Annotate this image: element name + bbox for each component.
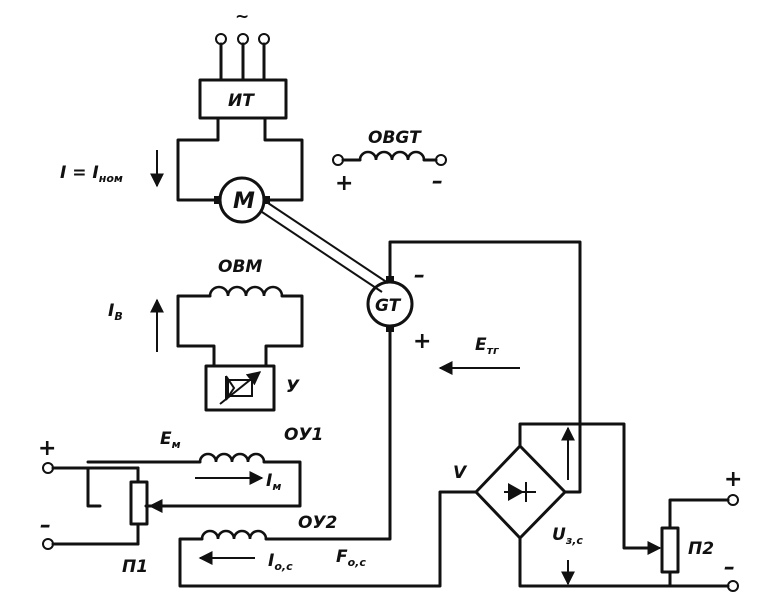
it-label: ИТ [228, 91, 255, 111]
obm-coil [176, 285, 304, 368]
shaft-coupling [261, 202, 389, 293]
gt-top-wire [388, 240, 582, 494]
current-main-label: I = Iном [60, 163, 123, 185]
rectifier-v-label: V [453, 463, 468, 483]
potentiometer-p2 [640, 494, 739, 592]
u-zc-label: Uз,с [552, 525, 583, 547]
motor-brush-left [214, 196, 220, 204]
motor-brush-right [264, 196, 270, 204]
ac-terminals [215, 33, 270, 82]
gt-label: GT [375, 296, 402, 316]
e-tg-label: Eтг [475, 335, 500, 357]
p2-label: П2 [688, 539, 714, 559]
ou1-label: ОУ1 [284, 425, 323, 445]
potentiometer-p1 [42, 462, 175, 550]
p1-minus: – [40, 513, 51, 538]
ou2-coil [178, 490, 478, 588]
motor-label: M [233, 189, 255, 214]
ou1-coil [86, 452, 302, 508]
gt-brush-bottom [386, 326, 394, 332]
obm-label: OBM [218, 257, 262, 277]
motor-armature-wiring [176, 116, 304, 202]
gt-brush-top [386, 276, 394, 282]
gt-plus: + [413, 329, 431, 354]
rectifier-v [474, 422, 658, 588]
regulator-y-box [204, 364, 276, 412]
gt-bottom-wire [328, 330, 392, 541]
p1-label: П1 [122, 557, 148, 577]
p2-minus: – [724, 555, 735, 580]
i-b-label: IB [108, 301, 123, 323]
obgt-minus: – [432, 169, 443, 194]
it-block [198, 78, 288, 120]
obgt-label: OBGT [368, 128, 422, 148]
i-oc-label: Iо,с [268, 551, 293, 573]
obgt-plus: + [335, 171, 353, 196]
gt-minus: – [414, 263, 425, 288]
regulator-y-symbol [219, 371, 262, 405]
ac-symbol: ~ [235, 7, 249, 27]
p2-plus: + [724, 467, 742, 492]
e-m-label: Eм [160, 429, 181, 451]
f-oc-label: Fо,с [336, 547, 366, 569]
obgt-coil [332, 150, 447, 166]
regulator-y-label: У [286, 377, 300, 397]
i-m-label: Iм [266, 471, 281, 493]
p1-plus: + [38, 436, 56, 461]
ou2-label: ОУ2 [298, 513, 337, 533]
